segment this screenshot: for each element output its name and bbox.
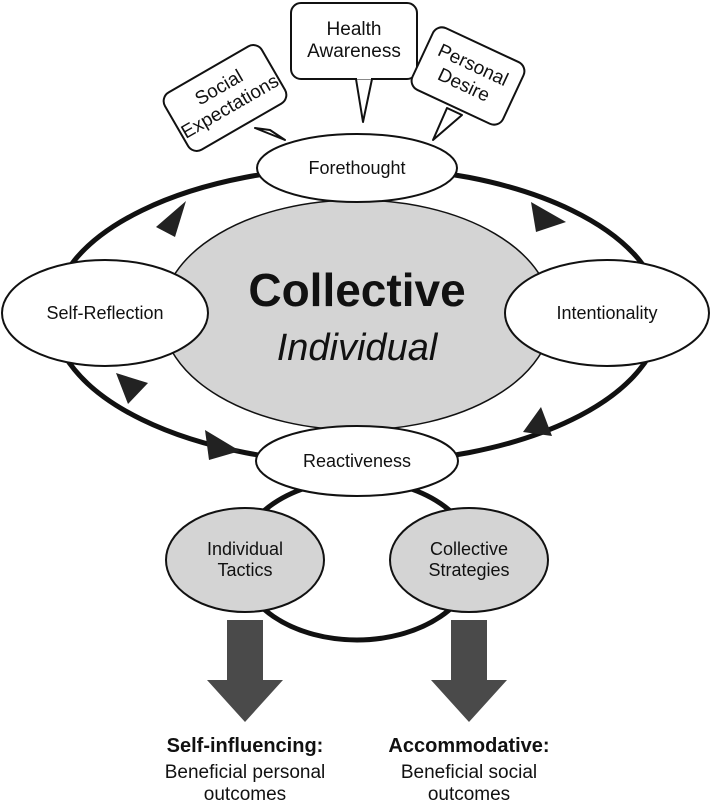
cycle-arrowhead-top-right bbox=[531, 202, 566, 232]
bubble-tail-personal bbox=[432, 107, 463, 141]
cycle-arrowhead-left bbox=[116, 373, 148, 404]
label-individual-tactics: Individual Tactics bbox=[206, 539, 284, 580]
center-title: Collective bbox=[248, 263, 466, 316]
cycle-arrowhead-bottom-left bbox=[205, 430, 240, 460]
bubble-health-label: Health Awareness bbox=[307, 19, 401, 62]
bubble-personal-desire bbox=[410, 26, 526, 126]
outcome-right-description: Beneficial social outcomes bbox=[400, 762, 538, 805]
outcome-left-title: Self-influencing: bbox=[166, 734, 324, 757]
label-self-reflection: Self-Reflection bbox=[46, 302, 164, 323]
outcome-left-description: Beneficial personal outcomes bbox=[164, 762, 326, 805]
outcome-right-title: Accommodative: bbox=[388, 734, 550, 757]
node-intentionality bbox=[504, 259, 710, 367]
bubble-social-expectations bbox=[162, 44, 288, 152]
bubble-tail-social bbox=[254, 127, 286, 141]
cycle-arrowhead-top-left bbox=[156, 201, 186, 237]
label-reactiveness: Reactiveness bbox=[302, 450, 412, 471]
bubble-health-awareness bbox=[290, 2, 418, 80]
outcome-arrow-right bbox=[431, 620, 507, 722]
node-forethought bbox=[256, 133, 458, 203]
node-individual-tactics bbox=[165, 507, 325, 613]
label-forethought: Forethought bbox=[308, 157, 406, 178]
node-reactiveness bbox=[255, 425, 459, 497]
center-subtitle: Individual bbox=[276, 327, 438, 370]
label-collective-strategies: Collective Strategies bbox=[428, 539, 510, 580]
outcome-arrow-left bbox=[207, 620, 283, 722]
label-intentionality: Intentionality bbox=[556, 302, 658, 323]
bubble-tail-health bbox=[355, 78, 373, 123]
node-self-reflection bbox=[1, 259, 209, 367]
node-collective-strategies bbox=[389, 507, 549, 613]
cycle-arrowhead-bottom-right bbox=[523, 407, 552, 436]
